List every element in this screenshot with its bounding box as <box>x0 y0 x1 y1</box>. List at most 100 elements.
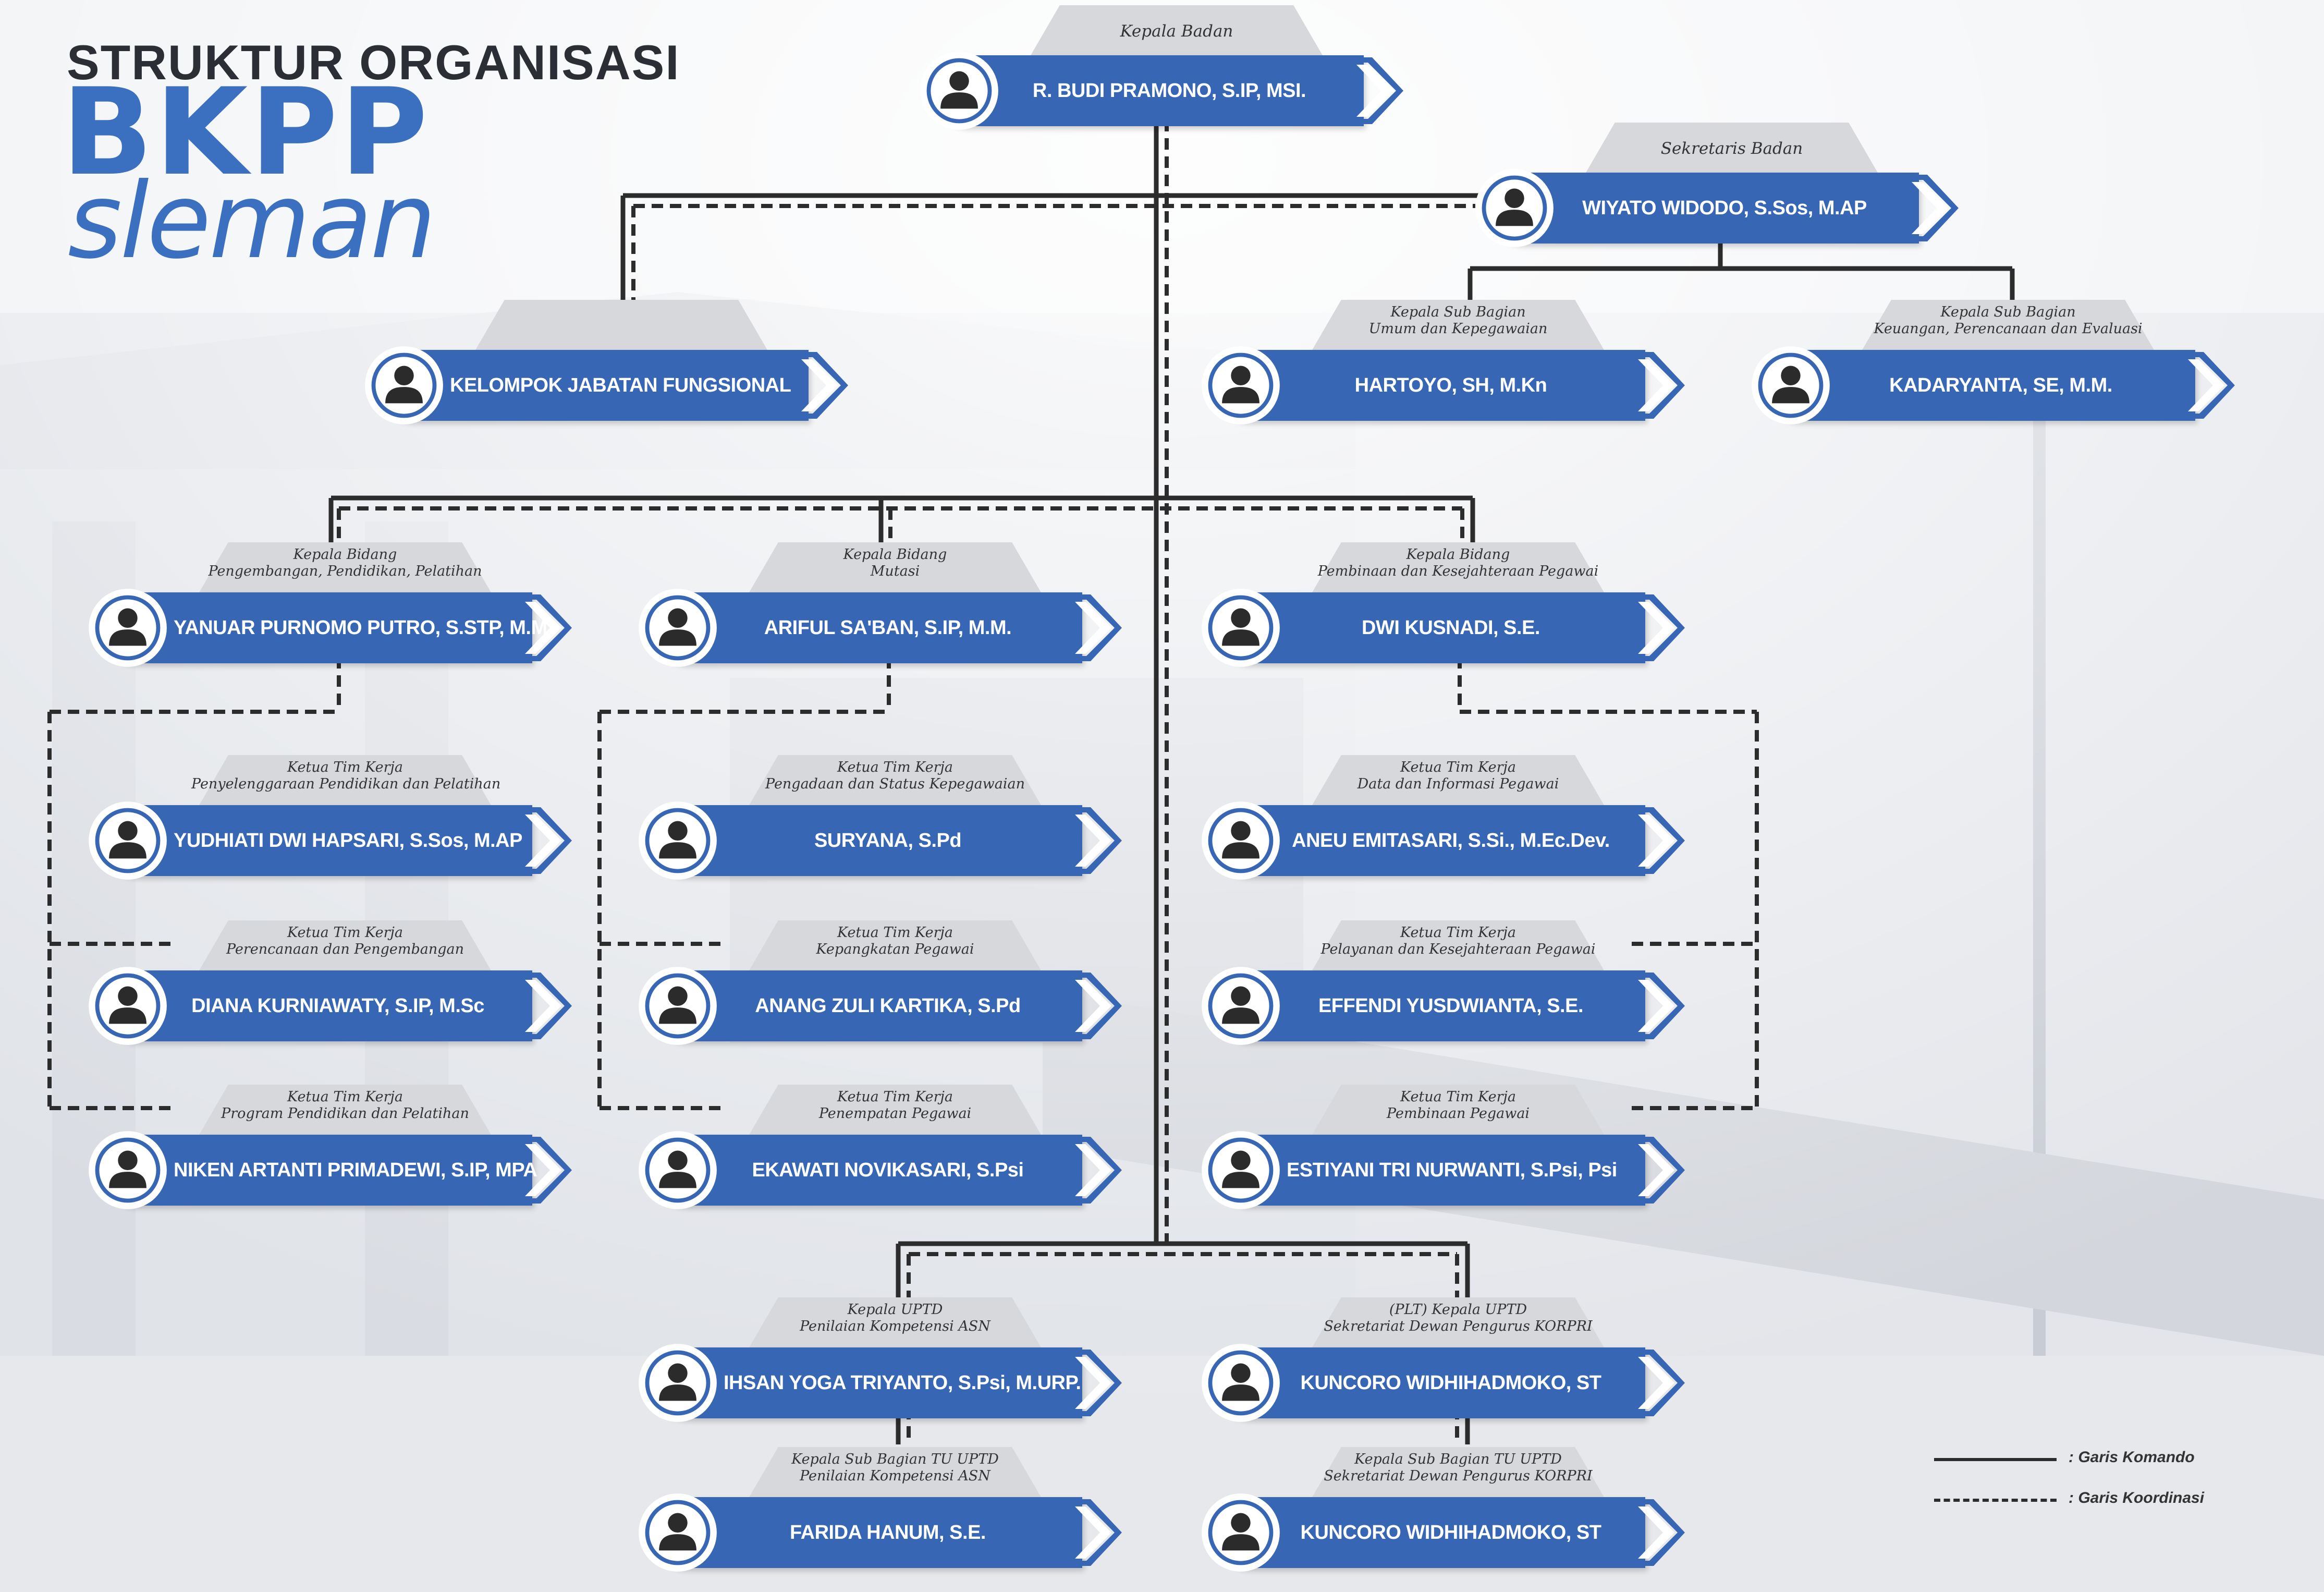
person-icon <box>1202 346 1280 424</box>
person-name: FARIDA HANUM, S.E. <box>790 1522 986 1544</box>
coordination-line <box>1458 657 1759 1110</box>
name-bar <box>651 592 1082 663</box>
person-name: IHSAN YOGA TRIYANTO, S.Psi, M.URP. <box>724 1372 1081 1394</box>
person-name: EKAWATI NOVIKASARI, S.Psi <box>752 1159 1024 1181</box>
legend-dashed-line <box>1934 1499 2057 1502</box>
person-name: NIKEN ARTANTI PRIMADEWI, S.IP, MPA <box>174 1159 537 1181</box>
person-icon <box>89 589 167 667</box>
person-icon <box>639 1344 717 1422</box>
person-name: EFFENDI YUSDWIANTA, S.E. <box>1318 995 1584 1017</box>
person-icon <box>1202 589 1280 667</box>
name-bar <box>1214 350 1645 421</box>
chevron-right-icon <box>1070 973 1122 1039</box>
name-bar <box>651 1497 1082 1568</box>
page-title: STRUKTUR ORGANISASI <box>67 35 680 90</box>
person-name: ARIFUL SA'BAN, S.IP, M.M. <box>764 617 1012 639</box>
person-icon <box>639 1493 717 1572</box>
person-name: YUDHIATI DWI HAPSARI, S.Sos, M.AP <box>174 830 522 852</box>
node-kepala-badan: Kepala Badan R. BUDI PRAMONO, S.IP, MSI. <box>912 5 1403 136</box>
name-bar <box>1764 350 2195 421</box>
person-icon <box>1202 1344 1280 1422</box>
person-name: KELOMPOK JABATAN FUNGSIONAL <box>450 374 791 396</box>
person-icon <box>1752 346 1830 424</box>
chevron-right-icon <box>2183 352 2235 419</box>
name-bar <box>1487 173 1919 244</box>
person-icon <box>89 967 167 1045</box>
name-bar <box>101 970 532 1041</box>
coordination-line <box>631 204 1475 300</box>
chevron-right-icon <box>1633 973 1685 1039</box>
legend-coordination-label: : Garis Koordinasi <box>2069 1489 2205 1506</box>
chevron-right-icon <box>796 352 848 419</box>
legend-command-label: : Garis Komando <box>2069 1449 2195 1466</box>
person-icon <box>1202 1131 1280 1209</box>
chevron-right-icon <box>520 1137 572 1204</box>
person-name: KUNCORO WIDHIHADMOKO, ST <box>1300 1522 1601 1544</box>
person-icon <box>639 1131 717 1209</box>
coordination-line <box>47 657 341 1110</box>
person-icon <box>1202 801 1280 880</box>
person-name: R. BUDI PRAMONO, S.IP, MSI. <box>1032 80 1306 102</box>
chevron-right-icon <box>1070 1350 1122 1416</box>
person-icon <box>1202 1493 1280 1572</box>
person-name: DIANA KURNIAWATY, S.IP, M.Sc <box>191 995 484 1017</box>
chevron-right-icon <box>1633 594 1685 661</box>
person-name: DWI KUSNADI, S.E. <box>1362 617 1540 639</box>
chevron-right-icon <box>1633 1137 1685 1204</box>
chevron-right-icon <box>1070 594 1122 661</box>
chevron-right-icon <box>1351 57 1403 124</box>
person-name: KUNCORO WIDHIHADMOKO, ST <box>1300 1372 1601 1394</box>
chevron-right-icon <box>1633 1499 1685 1566</box>
person-icon <box>639 589 717 667</box>
person-name: HARTOYO, SH, M.Kn <box>1354 374 1547 396</box>
role-label: Kepala Badan <box>1120 22 1233 41</box>
legend-solid-line <box>1934 1458 2057 1461</box>
person-name: ANANG ZULI KARTIKA, S.Pd <box>755 995 1021 1017</box>
name-bar <box>1214 1135 1645 1206</box>
person-icon <box>89 1131 167 1209</box>
name-bar <box>101 592 532 663</box>
person-icon <box>920 52 998 130</box>
chevron-right-icon <box>1070 1137 1122 1204</box>
role-label: Sekretaris Badan <box>1660 139 1803 158</box>
name-bar <box>1214 1347 1645 1418</box>
person-name: KADARYANTA, SE, M.M. <box>1889 374 2112 396</box>
name-bar <box>1214 592 1645 663</box>
brand-logo-subtitle: sleman <box>68 161 436 282</box>
chevron-right-icon <box>520 807 572 874</box>
name-bar <box>651 1347 1082 1418</box>
person-name: YANUAR PURNOMO PUTRO, S.STP, M.M. <box>174 617 553 639</box>
name-bar <box>101 1135 532 1206</box>
name-bar <box>1214 805 1645 876</box>
chevron-right-icon <box>1633 807 1685 874</box>
person-icon <box>89 801 167 880</box>
chevron-right-icon <box>520 973 572 1039</box>
chevron-right-icon <box>1070 807 1122 874</box>
